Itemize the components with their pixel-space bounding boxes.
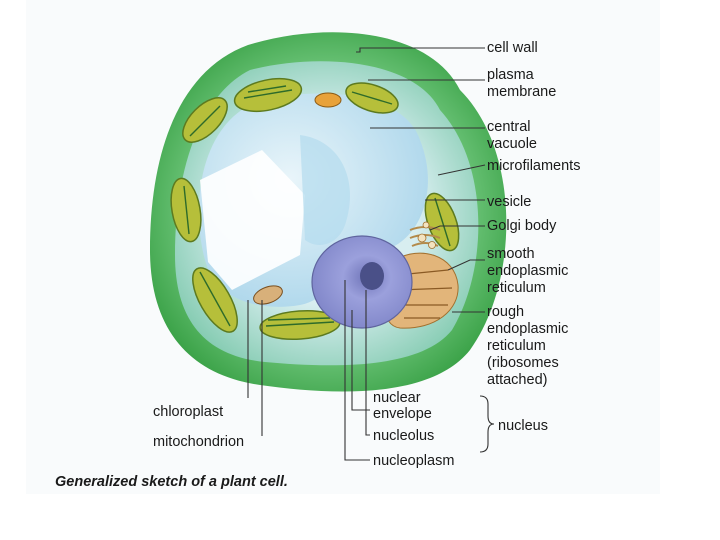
- label-chloroplast: chloroplast: [153, 404, 223, 420]
- label-rough-er: rough endoplasmic reticulum (ribosomes a…: [487, 304, 572, 388]
- mitochondrion-upper: [314, 92, 342, 108]
- label-nucleus: nucleus: [498, 418, 548, 434]
- label-golgi-body: Golgi body: [487, 218, 557, 234]
- leader-lines: [247, 47, 495, 461]
- label-nucleolus: nucleolus: [373, 428, 434, 444]
- label-microfilaments: microfilaments: [487, 158, 580, 174]
- figure-caption: Generalized sketch of a plant cell.: [55, 474, 288, 490]
- vesicles: [417, 221, 436, 249]
- label-plasma-membrane: plasma membrane: [487, 67, 556, 100]
- vacuole-highlight: [200, 150, 305, 290]
- nucleolus-shape: [360, 262, 384, 290]
- label-vesicle: vesicle: [487, 194, 531, 210]
- mitochondrion-shape: [253, 285, 283, 305]
- label-nuclear-envelope: nuclear envelope: [373, 390, 432, 422]
- label-mitochondrion: mitochondrion: [153, 434, 244, 450]
- label-cell-wall: cell wall: [487, 40, 538, 56]
- vacuole-shade: [300, 135, 350, 245]
- chloroplast-thylakoids: [183, 85, 451, 327]
- label-smooth-er: smooth endoplasmic reticulum: [487, 246, 572, 296]
- label-central-vacuole: central vacuole: [487, 119, 537, 152]
- label-nucleoplasm: nucleoplasm: [373, 453, 454, 469]
- chloroplast: [182, 97, 228, 143]
